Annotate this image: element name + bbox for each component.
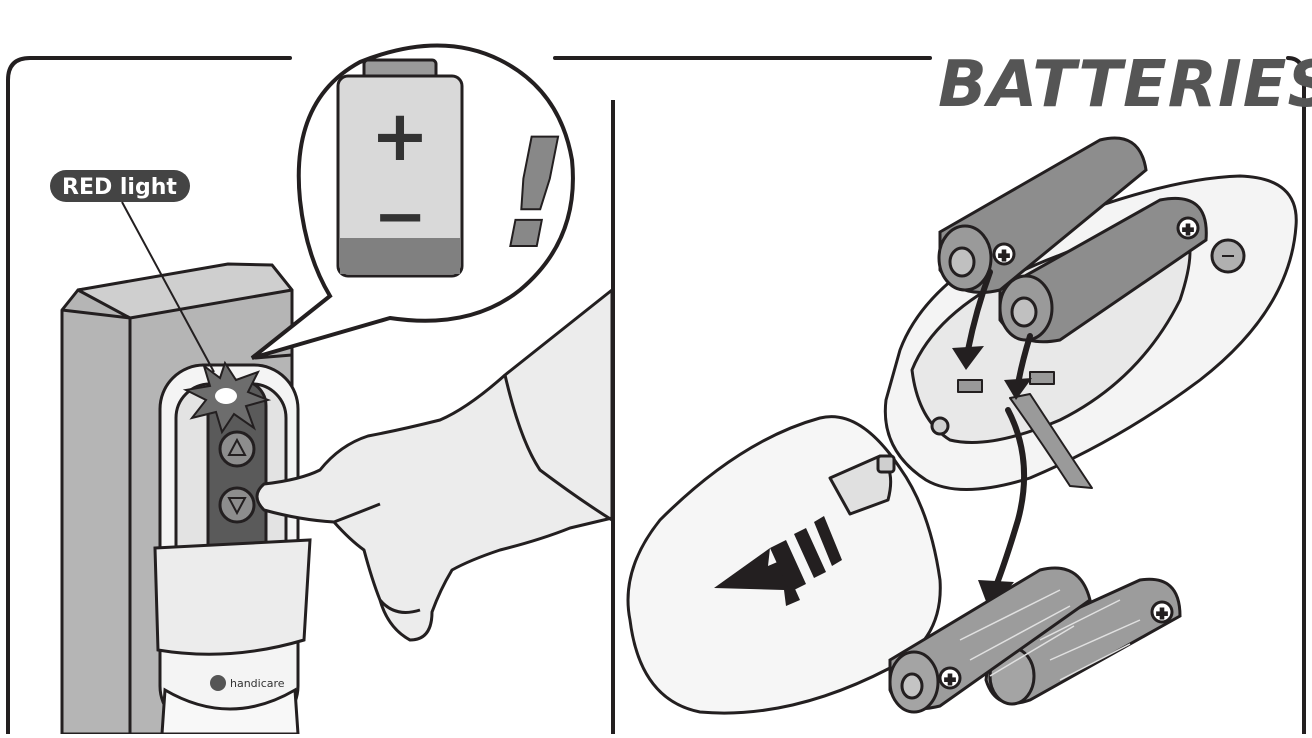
red-light-label-text: RED light bbox=[62, 175, 177, 200]
old-battery-front: + bbox=[888, 566, 1092, 714]
battery-plus-mark: + bbox=[944, 672, 956, 688]
title: BATTERIES bbox=[938, 48, 1312, 122]
battery-low-icon: + − bbox=[336, 58, 464, 278]
brand-label: handicare bbox=[230, 677, 285, 690]
battery-minus-sign: − bbox=[373, 180, 427, 254]
red-light-label: RED light bbox=[50, 170, 215, 373]
brand-logo: handicare bbox=[210, 675, 285, 691]
remove-arrow-icon bbox=[993, 407, 1028, 589]
hand-pointing bbox=[255, 288, 614, 642]
battery-plus-mark: + bbox=[1182, 222, 1194, 238]
old-battery-back: + bbox=[984, 577, 1182, 706]
battery-plus-mark: + bbox=[1156, 606, 1168, 622]
outer-frame bbox=[6, 56, 1306, 736]
controller-down-button bbox=[218, 486, 256, 524]
insert-arrowhead bbox=[952, 346, 984, 370]
exclamation-icon: ! bbox=[500, 108, 568, 282]
battery-plus-mark: + bbox=[998, 248, 1010, 264]
new-battery-top: + bbox=[937, 136, 1148, 294]
push-arrow-icon bbox=[714, 516, 842, 606]
insert-arrowhead bbox=[1004, 378, 1032, 400]
battery-plus-sign: + bbox=[371, 95, 430, 177]
low-battery-bubble: + − ! bbox=[250, 43, 575, 360]
remote-body bbox=[883, 174, 1298, 492]
new-battery-bottom: + bbox=[998, 196, 1208, 344]
red-light-indicator bbox=[182, 360, 272, 435]
controller-up-button bbox=[218, 430, 256, 468]
